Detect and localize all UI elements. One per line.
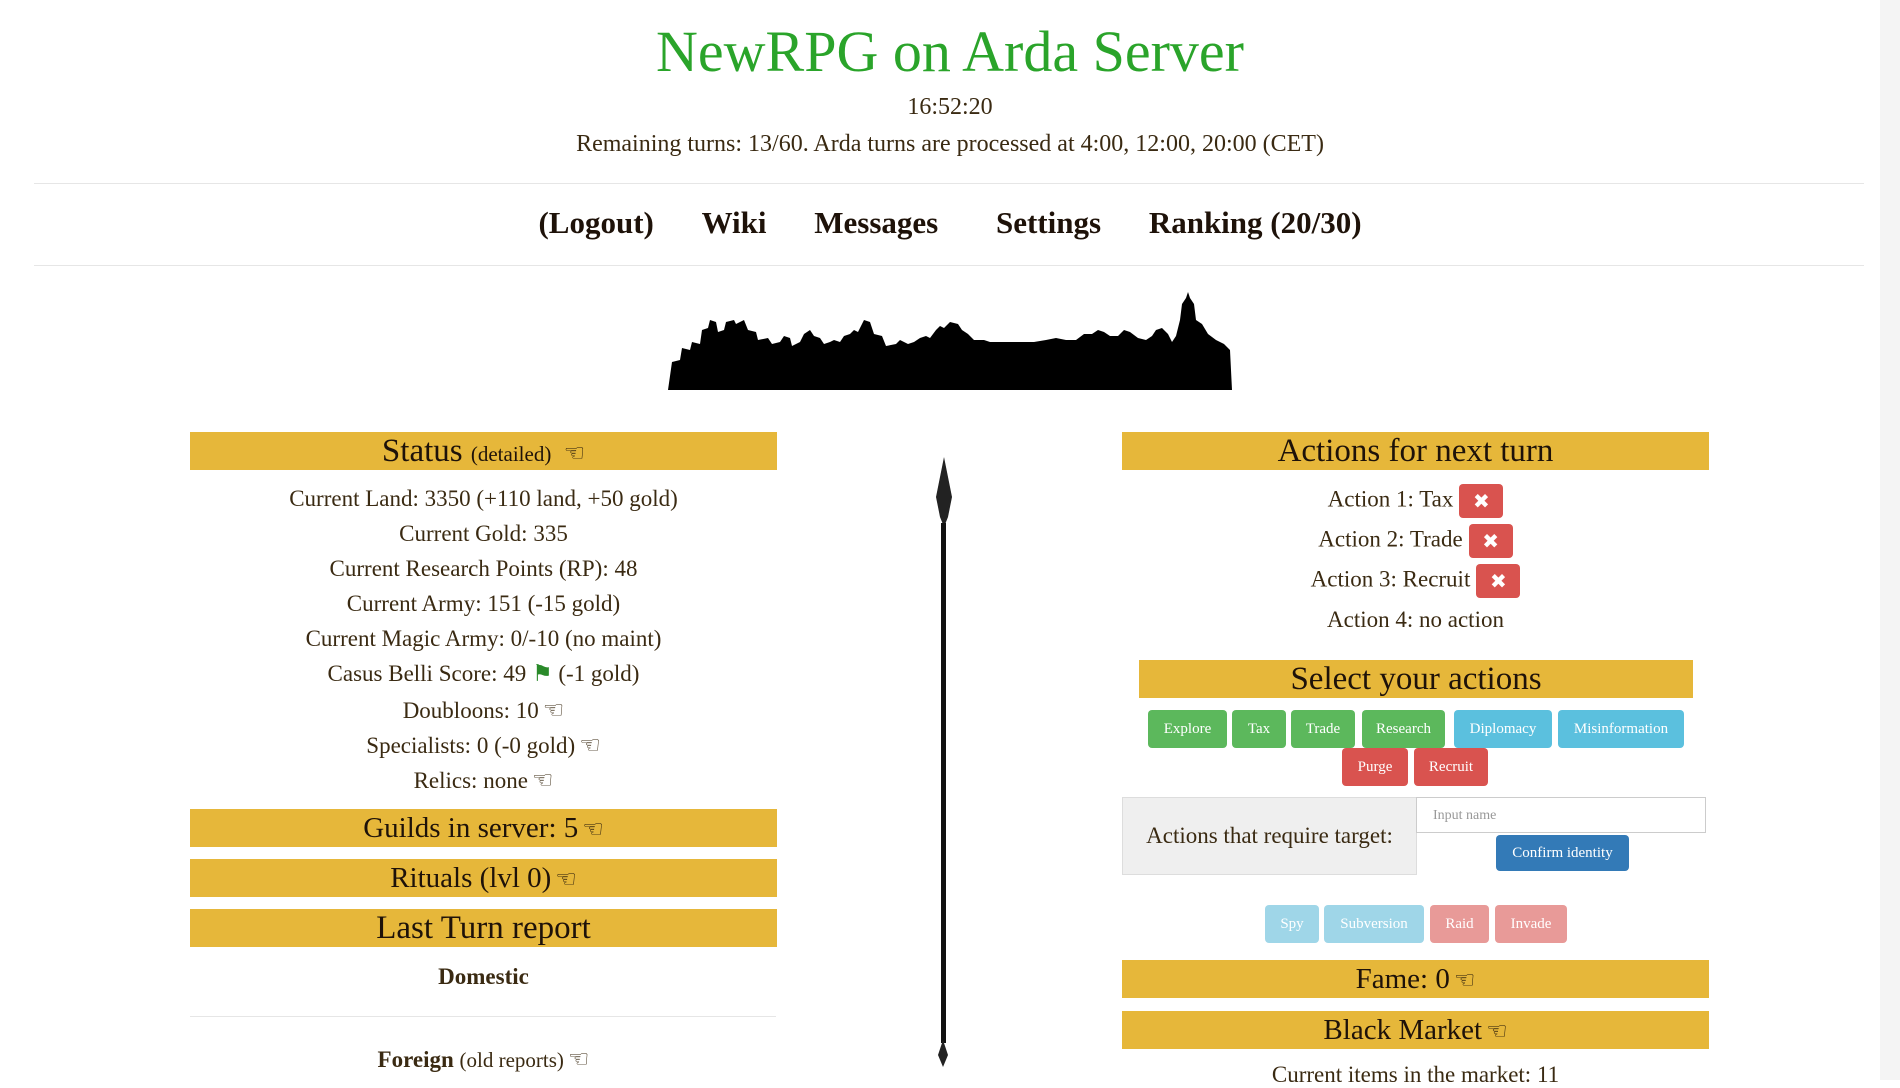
queued-action-1-label: Action 1: Tax bbox=[1327, 486, 1454, 512]
queued-action-3: Action 3: Recruit✖ bbox=[1122, 564, 1709, 598]
guilds-title: Guilds in server: 5 bbox=[363, 812, 579, 844]
pointing-hand-icon[interactable]: ☜ bbox=[555, 867, 577, 893]
invade-button[interactable]: Invade bbox=[1495, 905, 1567, 943]
trade-button[interactable]: Trade bbox=[1291, 710, 1355, 748]
site-title: NewRPG on Arda Server bbox=[656, 19, 1244, 84]
confirm-identity-button[interactable]: Confirm identity bbox=[1496, 835, 1629, 871]
green-flag-icon: ⚑ bbox=[531, 661, 553, 687]
raid-button[interactable]: Raid bbox=[1430, 905, 1489, 943]
recruit-button[interactable]: Recruit bbox=[1414, 748, 1488, 786]
castle-skyline-banner bbox=[668, 292, 1232, 390]
status-line-doubloons: Doubloons: 10☜ bbox=[190, 696, 777, 725]
remove-action-3-button[interactable]: ✖ bbox=[1476, 564, 1521, 598]
last-turn-title: Last Turn report bbox=[376, 910, 591, 946]
nav-ranking[interactable]: Ranking (20/30) bbox=[1148, 205, 1362, 240]
report-domestic-heading[interactable]: Domestic bbox=[438, 964, 529, 989]
main-nav: (Logout) Wiki Messages Settings Ranking … bbox=[0, 205, 1900, 241]
report-foreign-heading[interactable]: Foreign bbox=[377, 1047, 454, 1072]
status-line-gold: Current Gold: 335 bbox=[399, 521, 568, 546]
pointing-hand-icon[interactable]: ☜ bbox=[542, 698, 565, 724]
last-turn-header: Last Turn report bbox=[190, 909, 777, 947]
nav-divider bbox=[34, 265, 1864, 266]
queued-action-2-label: Action 2: Trade bbox=[1318, 526, 1463, 552]
nav-settings[interactable]: Settings bbox=[995, 205, 1102, 240]
old-reports-link[interactable]: (old reports) bbox=[459, 1048, 564, 1072]
research-button[interactable]: Research bbox=[1362, 710, 1445, 748]
queued-action-4: Action 4: no action bbox=[1327, 607, 1504, 632]
select-actions-header: Select your actions bbox=[1139, 660, 1693, 698]
fame-title: Fame: 0 bbox=[1355, 963, 1450, 995]
guilds-header[interactable]: Guilds in server: 5☜ bbox=[190, 809, 777, 847]
actions-title: Actions for next turn bbox=[1277, 433, 1554, 469]
pointing-hand-icon[interactable]: ☜ bbox=[567, 1047, 590, 1073]
black-market-items-line: Current items in the market: 11 bbox=[1271, 1062, 1560, 1087]
remove-action-1-button[interactable]: ✖ bbox=[1459, 484, 1504, 518]
status-title: Status bbox=[381, 433, 463, 469]
status-line-land: Current Land: 3350 (+110 land, +50 gold) bbox=[289, 486, 678, 511]
select-actions-title: Select your actions bbox=[1290, 661, 1542, 697]
status-line-magic-army: Current Magic Army: 0/-10 (no maint) bbox=[305, 626, 662, 651]
pointing-hand-icon[interactable]: ☜ bbox=[563, 441, 586, 467]
doubloons-label: Doubloons: 10 bbox=[402, 698, 539, 723]
report-foreign-line: Foreign (old reports)☜ bbox=[190, 1045, 777, 1074]
casus-belli-label: Casus Belli Score: 49 bbox=[327, 661, 527, 686]
purge-button[interactable]: Purge bbox=[1342, 748, 1408, 786]
status-line-specialists: Specialists: 0 (-0 gold)☜ bbox=[190, 731, 777, 760]
queued-action-1: Action 1: Tax✖ bbox=[1122, 484, 1709, 518]
casus-belli-cost: (-1 gold) bbox=[558, 661, 640, 686]
status-line-relics: Relics: none☜ bbox=[190, 766, 777, 795]
pointing-hand-icon[interactable]: ☜ bbox=[1453, 968, 1476, 994]
pointing-hand-icon[interactable]: ☜ bbox=[1486, 1019, 1508, 1045]
turns-info: Remaining turns: 13/60. Arda turns are p… bbox=[576, 131, 1324, 157]
diplomacy-button[interactable]: Diplomacy bbox=[1454, 710, 1552, 748]
status-line-rp: Current Research Points (RP): 48 bbox=[329, 556, 638, 581]
page-scrollbar[interactable] bbox=[1880, 0, 1900, 1080]
pointing-hand-icon[interactable]: ☜ bbox=[579, 733, 601, 759]
black-market-title: Black Market bbox=[1323, 1014, 1483, 1046]
misinformation-button[interactable]: Misinformation bbox=[1558, 710, 1684, 748]
nav-wiki[interactable]: Wiki bbox=[701, 205, 767, 240]
rituals-title: Rituals (lvl 0) bbox=[390, 862, 552, 894]
status-line-casus-belli: Casus Belli Score: 49 ⚑ (-1 gold) bbox=[190, 661, 777, 687]
specialists-label: Specialists: 0 (-0 gold) bbox=[366, 733, 576, 758]
rituals-header[interactable]: Rituals (lvl 0)☜ bbox=[190, 859, 777, 897]
actions-header: Actions for next turn bbox=[1122, 432, 1709, 470]
tax-button[interactable]: Tax bbox=[1232, 710, 1286, 748]
pointing-hand-icon[interactable]: ☜ bbox=[531, 768, 554, 794]
server-clock: 16:52:20 bbox=[907, 94, 993, 120]
header-divider bbox=[34, 183, 1864, 184]
explore-button[interactable]: Explore bbox=[1148, 710, 1227, 748]
nav-messages[interactable]: Messages bbox=[814, 205, 939, 240]
report-divider bbox=[190, 1016, 776, 1017]
subversion-button[interactable]: Subversion bbox=[1324, 905, 1424, 943]
target-actions-label: Actions that require target: bbox=[1122, 797, 1417, 875]
queued-action-3-label: Action 3: Recruit bbox=[1310, 566, 1471, 592]
status-detailed-link[interactable]: (detailed) bbox=[470, 442, 552, 466]
target-name-input[interactable]: Input name bbox=[1416, 797, 1706, 833]
remove-action-2-button[interactable]: ✖ bbox=[1468, 524, 1513, 558]
queued-action-2: Action 2: Trade✖ bbox=[1122, 524, 1709, 558]
relics-label: Relics: none bbox=[413, 768, 528, 793]
spy-button[interactable]: Spy bbox=[1265, 905, 1319, 943]
nav-logout[interactable]: (Logout) bbox=[538, 205, 654, 240]
black-market-header[interactable]: Black Market☜ bbox=[1122, 1011, 1709, 1049]
status-header: Status (detailed) ☜ bbox=[190, 432, 777, 470]
fame-header[interactable]: Fame: 0☜ bbox=[1122, 960, 1709, 998]
status-line-army: Current Army: 151 (-15 gold) bbox=[346, 591, 621, 616]
spear-divider-icon bbox=[936, 457, 952, 1067]
pointing-hand-icon[interactable]: ☜ bbox=[582, 817, 604, 843]
